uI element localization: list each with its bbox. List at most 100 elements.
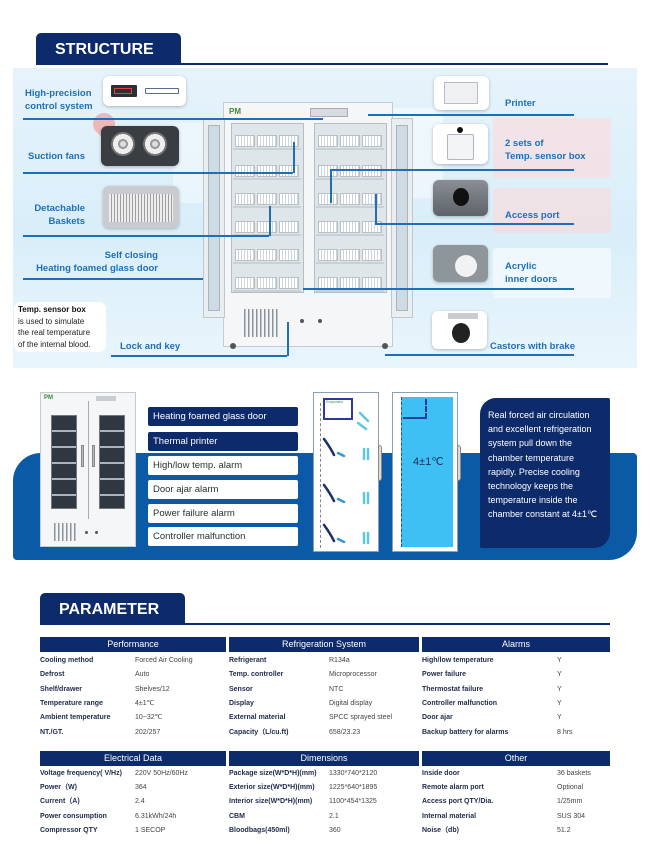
table-row: Interior size(W*D*H)(mm) 1100*454*1325 [229,795,419,809]
control-panel-display [111,85,137,97]
feature-high-low-alarm: High/low temp. alarm [148,456,298,475]
callout-line: Suction fans [28,151,86,162]
callout-line: Access port [505,210,560,221]
row-value: 51.2 [557,826,571,834]
basket-thumbnail [103,186,179,228]
table-row: CBM 2.1 [229,810,419,824]
callout-line: inner doors [505,274,558,285]
row-value: 1/25mm [557,798,583,806]
callout-line: Detachable [34,203,85,214]
row-value: Microprocessor [329,671,377,679]
door-handle [92,445,95,467]
row-label: Remote alarm port [422,784,484,792]
background-card [493,118,611,178]
row-value: Y [557,699,562,707]
row-label: Shelf/drawer [40,685,83,693]
row-value: Y [557,714,562,722]
shelf [233,290,301,292]
door-handle [457,445,461,481]
row-label: Noise（db) [422,826,459,834]
row-value: 2.1 [329,812,339,820]
basket [340,193,360,205]
table-header: Dimensions [229,751,419,766]
table-row: Current（A) 2.4 [40,795,226,809]
row-label: Current（A) [40,798,80,806]
basket [257,249,277,261]
control-panel-thumbnail [103,76,186,106]
basket [318,193,338,205]
basket [235,221,255,233]
table-row: Capacity（L/cu.ft)658/23.23 [229,726,419,740]
row-label: Voltage frequency( V/Hz) [40,770,122,777]
row-value: 364 [135,784,147,792]
parameter-title-underline [40,623,610,625]
display-panel [310,108,348,117]
callout-printer: Printer [505,97,536,110]
table-header: Performance [40,637,226,652]
row-label: CBM [229,812,245,820]
castor-icon [382,343,388,349]
row-label: Thermostat failure [422,685,484,693]
lock-icon [318,319,322,323]
leader-line [368,114,574,116]
leader-line [23,118,323,120]
table-row: Access port QTY/Dia.1/25mm [422,795,610,809]
row-label: Interior size(W*D*H)(mm) [229,798,313,806]
callout-line: Temp. sensor box [505,151,586,162]
feature-door-ajar-alarm: Door ajar alarm [148,480,298,499]
row-label: Compressor QTY [40,826,98,834]
row-label: Internal material [422,812,477,820]
leader-line [375,194,377,224]
leader-line [330,169,332,203]
row-label: Cooling method [40,657,94,664]
basket [257,135,277,147]
row-value: 1100*454*1325 [329,798,377,806]
basket [362,135,382,147]
row-label: Package size(W*D*H)(mm) [229,770,317,777]
row-value: Shelves/12 [135,685,170,693]
callout-line: Printer [505,98,536,109]
callout-line: Self closing [104,250,158,261]
fan-icon [143,132,167,156]
left-chamber [231,123,304,293]
row-value: 658/23.23 [329,728,361,736]
closed-refrigerator-image: PM [40,392,136,547]
vent-grille [54,523,76,541]
basket [340,249,360,261]
sensor-note-title: Temp. sensor box [18,305,86,314]
row-label: Exterior size(W*D*H)(mm) [229,784,315,792]
row-label: NT./GT. [40,728,64,736]
feature-power-failure-alarm: Power failure alarm [148,504,298,523]
table-row: Voltage frequency( V/Hz) 220V 50Hz/60Hz [40,767,226,781]
chamber-temperature-diagram: 4±1℃ [392,392,461,552]
row-value: Y [557,671,562,679]
feature-heating-glass-door: Heating foamed glass door [148,407,298,426]
basket [318,135,338,147]
row-label: Power failure [422,671,466,679]
row-label: Display [229,699,254,707]
right-door [391,118,413,318]
basket [318,221,338,233]
sensor-note-line: is used to simulate [18,316,85,326]
leader-line [23,235,269,237]
shelf [233,206,301,208]
row-value: 2.4 [135,798,145,806]
row-value: 1225*640*1895 [329,784,378,792]
row-value: NTC [329,685,344,693]
evaporator: Evaporator [323,398,353,420]
vent-grille [244,309,278,337]
shelf [316,178,384,180]
row-value: 220V 50Hz/60Hz [135,770,188,777]
table-header: Electrical Data [40,751,226,766]
row-label: Sensor [229,685,253,693]
leader-line [287,322,289,356]
